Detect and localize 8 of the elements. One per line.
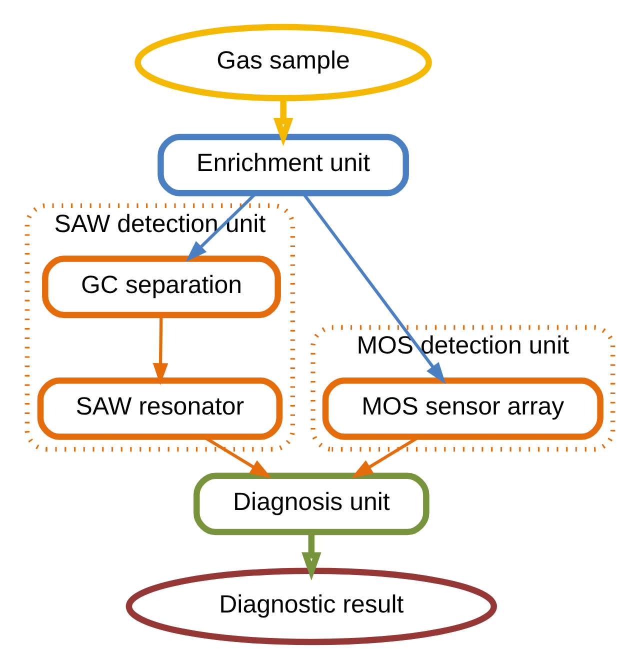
node-box: GC separation — [42, 255, 281, 318]
node-ellipse: Diagnostic result — [126, 567, 497, 645]
node-box: MOS sensor array — [322, 376, 604, 440]
node-box: Enrichment unit — [158, 133, 410, 196]
node-box: SAW resonator — [37, 376, 283, 440]
node-ellipse: Gas sample — [134, 23, 432, 101]
node-box: Diagnosis unit — [194, 472, 430, 535]
arrow — [152, 314, 168, 385]
